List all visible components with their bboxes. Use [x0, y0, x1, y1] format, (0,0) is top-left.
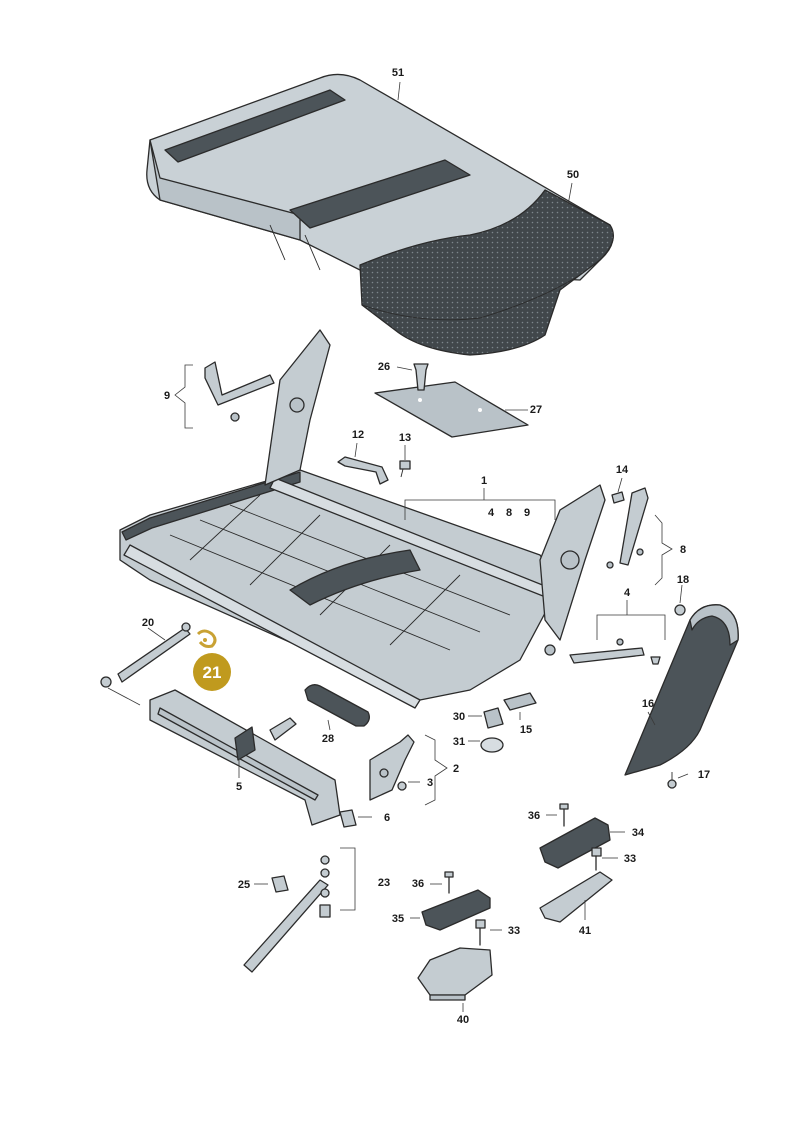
cover-part-35[interactable]: [421, 889, 491, 931]
bracket-part-9[interactable]: [204, 361, 275, 422]
callout-18: 18: [677, 574, 689, 586]
callout-36-upper: 36: [528, 810, 540, 822]
callout-1: 1: [481, 475, 487, 487]
strut-part-23[interactable]: [243, 855, 331, 973]
side-trim-part-16[interactable]: [624, 604, 739, 776]
seat-cover-part-50[interactable]: [359, 189, 614, 356]
clip-part-21-highlighted[interactable]: [196, 629, 217, 648]
callout-2: 2: [453, 763, 459, 775]
callout-1-sub-4: 4: [488, 507, 495, 519]
cap-part-31[interactable]: [480, 737, 504, 753]
callout-33-upper: 33: [624, 853, 636, 865]
cover-part-28[interactable]: [304, 684, 370, 727]
nut-part-18[interactable]: [674, 604, 686, 616]
bracket-part-41[interactable]: [539, 871, 613, 923]
hinge-part-2[interactable]: [369, 734, 415, 801]
callout-40: 40: [457, 1014, 469, 1026]
bolt-part-33-lower[interactable]: [475, 919, 486, 946]
seat-frame-part-1[interactable]: [119, 329, 606, 709]
bolt-part-14[interactable]: [611, 491, 625, 504]
callout-33-lower: 33: [508, 925, 520, 937]
callout-15: 15: [520, 724, 532, 736]
latch-part-40[interactable]: [417, 947, 493, 1001]
bolt-part-33-upper[interactable]: [591, 847, 602, 871]
pad-part-15[interactable]: [503, 692, 537, 711]
callout-3: 3: [427, 777, 433, 789]
callout-51: 51: [392, 67, 404, 79]
bolt-part-36-upper[interactable]: [559, 803, 569, 827]
callout-27: 27: [530, 404, 542, 416]
callout-labels: 51 50 26 27 9 12 13 1 4 8 9 14 8 18 4 20…: [142, 67, 710, 1026]
callout-36-lower: 36: [412, 878, 424, 890]
screw-part-3[interactable]: [397, 781, 407, 791]
callout-31: 31: [453, 736, 465, 748]
clip-part-25[interactable]: [271, 875, 289, 893]
callout-26: 26: [378, 361, 390, 373]
callout-8: 8: [680, 544, 686, 556]
cover-plate-part-27[interactable]: [374, 381, 529, 438]
callout-25: 25: [238, 879, 250, 891]
callout-4: 4: [624, 587, 631, 599]
leader-lines: [107, 81, 689, 1012]
screw-part-17[interactable]: [667, 772, 677, 789]
bolt-part-6[interactable]: [339, 809, 357, 828]
callout-17: 17: [698, 769, 710, 781]
callout-50: 50: [567, 169, 579, 181]
rod-part-4[interactable]: [569, 638, 661, 665]
handle-part-12[interactable]: [337, 456, 389, 485]
push-clip-part-26[interactable]: [413, 363, 429, 391]
callout-35: 35: [392, 913, 404, 925]
cap-part-30[interactable]: [483, 707, 504, 729]
cover-part-34[interactable]: [539, 817, 611, 869]
gas-strut-part-20[interactable]: [100, 622, 191, 688]
bolt-part-36-lower[interactable]: [444, 871, 454, 894]
callout-badge-21[interactable]: 21: [193, 653, 231, 691]
callout-5: 5: [236, 781, 242, 793]
callout-6: 6: [384, 812, 390, 824]
badge-21-label: 21: [203, 663, 222, 682]
callout-41: 41: [579, 925, 591, 937]
callout-23: 23: [378, 877, 390, 889]
callout-30: 30: [453, 711, 465, 723]
callout-20: 20: [142, 617, 154, 629]
callout-13: 13: [399, 432, 411, 444]
lever-part-8[interactable]: [606, 487, 649, 569]
seat-adjuster-part-5[interactable]: [149, 689, 341, 826]
callout-1-sub-8: 8: [506, 507, 512, 519]
callout-28: 28: [322, 733, 334, 745]
screw-part-13[interactable]: [399, 460, 411, 478]
callout-14: 14: [616, 464, 629, 476]
callout-12: 12: [352, 429, 364, 441]
callout-1-sub-9: 9: [524, 507, 530, 519]
callout-16: 16: [642, 698, 654, 710]
callout-34: 34: [632, 827, 645, 839]
callout-9: 9: [164, 390, 170, 402]
